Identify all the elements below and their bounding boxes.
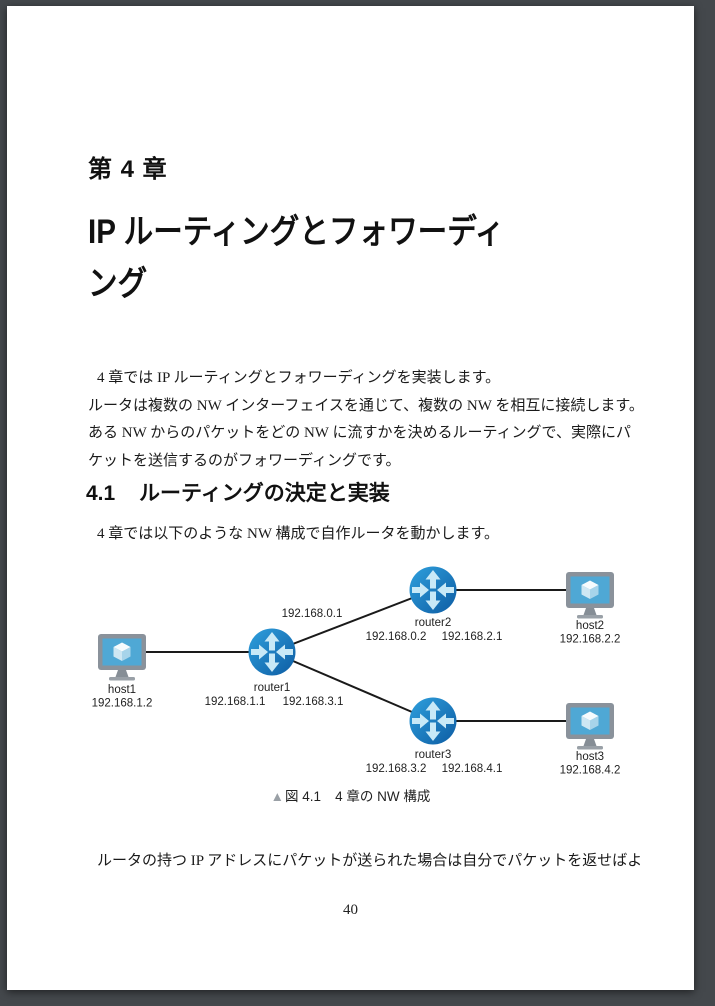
router2-label: router2 [415,617,451,629]
figure-caption: ▲図 4.1 4 章の NW 構成 [7,785,694,805]
node-router2: router2 192.168.0.2 192.168.2.1 [366,566,503,643]
chapter-title-line1: IP ルーティングとフォワーディ [88,213,505,251]
section-title: ルーティングの決定と実装 [139,482,390,505]
router3-ip-right: 192.168.4.1 [442,763,503,775]
host2-label: host2 [576,620,604,632]
host2-ip: 192.168.2.2 [560,634,621,646]
router-icon [248,628,296,676]
host3-ip: 192.168.4.2 [560,765,621,777]
node-host2: host2 192.168.2.2 [560,572,621,646]
section-intro: 4 章では以下のような NW 構成で自作ルータを動かします。 [97,526,499,542]
closing-line: ルータの持つ IP アドレスにパケットが送られた場合は自分でパケットを返せばよ [97,853,643,869]
network-diagram: 192.168.0.1 host1 192.168.1.2 router1 19… [92,566,621,777]
router1-label: router1 [254,682,290,694]
link-router1-router2-ip-label: 192.168.0.1 [282,608,343,620]
page-number: 40 [343,902,358,918]
chapter-title-line2: ング [88,265,148,303]
figure-caption-text: 4 章の NW 構成 [335,789,431,804]
node-router1: router1 192.168.1.1 192.168.3.1 [205,628,344,708]
section-heading: 4.1 ルーティングの決定と実装 [86,477,390,507]
figure-caption-label: 図 4.1 [285,789,322,804]
intro-line-1: 4 章では IP ルーティングとフォワーディングを実装します。 [97,370,501,386]
intro-line-4: ケットを送信するのがフォワーディングです。 [88,452,401,469]
chapter-title: IP ルーティングとフォワーディ ング [88,206,567,310]
router1-ip-left: 192.168.1.1 [205,696,266,708]
link-router1-router2 [271,589,434,653]
intro-line-3: ある NW からのパケットをどの NW に流すかを決めるルーティングで、実際にパ [88,425,631,441]
figure-caption-triangle-icon: ▲ [270,789,285,804]
link-router1-router3 [271,651,434,722]
chapter-label: 第 4 章 [88,156,168,183]
document-page: 第 4 章 IP ルーティングとフォワーディ ング 4 章では IP ルーティン… [7,6,694,990]
node-host1: host1 192.168.1.2 [92,634,153,710]
host-icon [98,634,146,681]
router2-ip-left: 192.168.0.2 [366,631,427,643]
router1-ip-right: 192.168.3.1 [283,696,344,708]
intro-paragraph: 4 章では IP ルーティングとフォワーディングを実装します。 ルータは複数の … [88,365,644,475]
router3-ip-left: 192.168.3.2 [366,763,427,775]
router-icon [409,566,457,614]
intro-line-2: ルータは複数の NW インターフェイスを通じて、複数の NW を相互に接続します… [88,397,644,414]
router2-ip-right: 192.168.2.1 [442,631,503,643]
host3-label: host3 [576,751,604,763]
host-icon [566,572,614,619]
section-number: 4.1 [86,482,116,505]
node-router3: router3 192.168.3.2 192.168.4.1 [366,697,503,775]
router-icon [409,697,457,745]
node-host3: host3 192.168.4.2 [560,703,621,777]
host1-ip: 192.168.1.2 [92,698,153,710]
host1-label: host1 [108,684,136,696]
host-icon [566,703,614,750]
router3-label: router3 [415,749,451,761]
